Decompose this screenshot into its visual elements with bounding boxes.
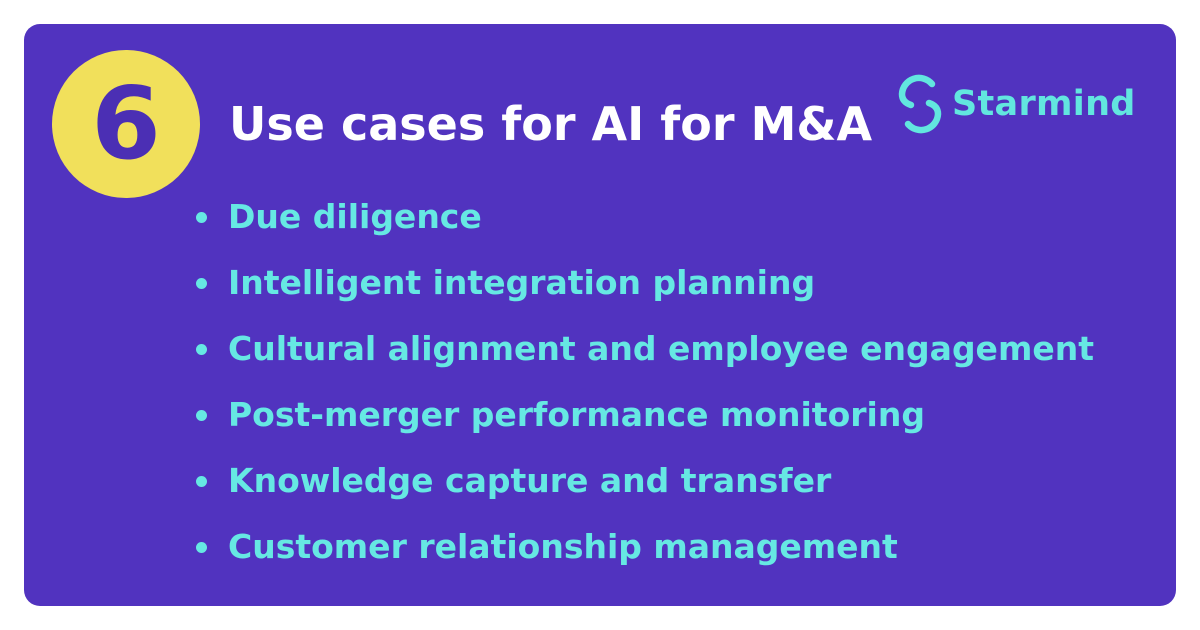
list-item-label: Knowledge capture and transfer — [228, 461, 832, 500]
list-item-label: Customer relationship management — [228, 527, 898, 566]
bullet-icon — [196, 211, 207, 223]
bullet-icon — [196, 343, 207, 355]
badge-number: 6 — [91, 65, 161, 182]
list-item-label: Due diligence — [228, 197, 482, 236]
number-badge: 6 — [52, 50, 200, 198]
bullet-icon — [196, 409, 207, 421]
use-case-list: Due diligence Intelligent integration pl… — [196, 184, 1094, 580]
bullet-icon — [196, 475, 207, 487]
list-item: Due diligence — [196, 184, 1094, 250]
list-item: Intelligent integration planning — [196, 250, 1094, 316]
list-item: Post-merger performance monitoring — [196, 382, 1094, 448]
list-item: Knowledge capture and transfer — [196, 448, 1094, 514]
list-item-label: Intelligent integration planning — [228, 263, 816, 302]
page-title: Use cases for AI for M&A — [229, 97, 873, 151]
logo-text: Starmind — [952, 84, 1136, 124]
list-item-label: Cultural alignment and employee engageme… — [228, 329, 1094, 368]
bullet-icon — [196, 277, 207, 289]
starmind-s-icon — [898, 74, 942, 134]
list-item: Cultural alignment and employee engageme… — [196, 316, 1094, 382]
bullet-icon — [196, 541, 207, 553]
list-item: Customer relationship management — [196, 514, 1094, 580]
infographic-card: 6 Use cases for AI for M&A Starmind Due … — [24, 24, 1176, 606]
starmind-logo: Starmind — [894, 72, 1136, 136]
list-item-label: Post-merger performance monitoring — [228, 395, 925, 434]
